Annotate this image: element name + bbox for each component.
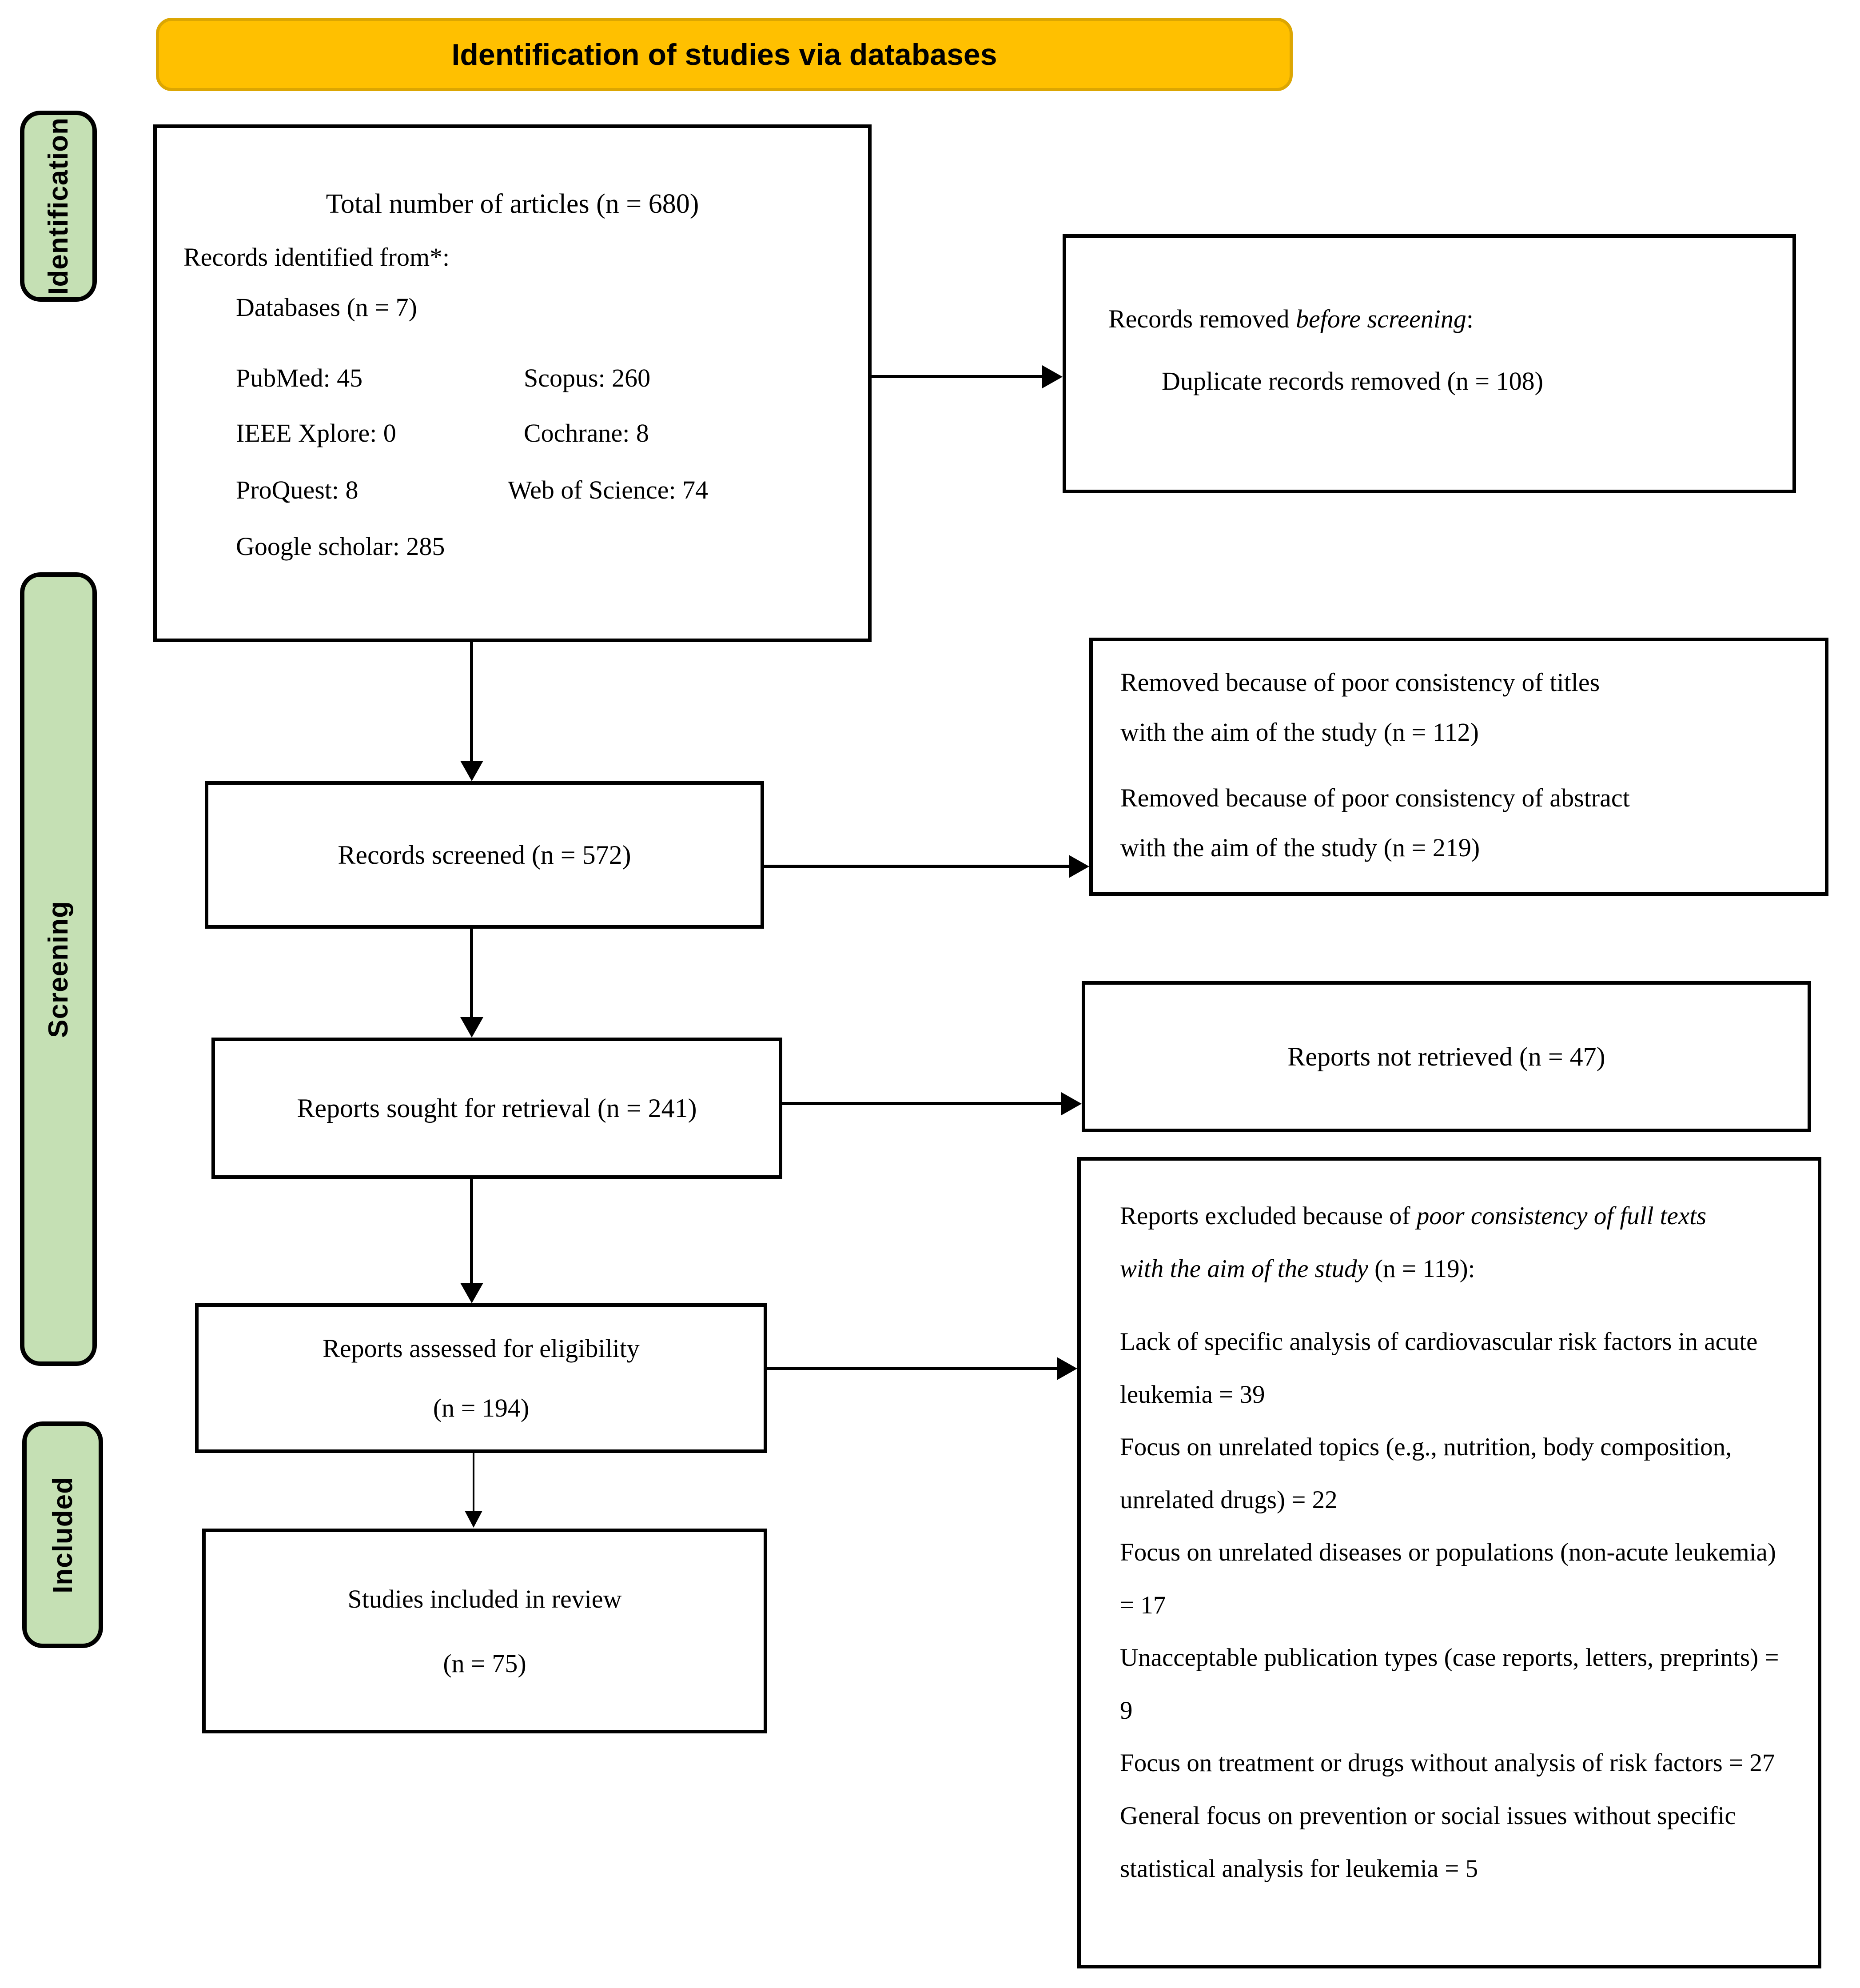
arrow-sought-to-assessed-line: [470, 1179, 473, 1285]
excluded-item: Focus on treatment or drugs without anal…: [1120, 1749, 1775, 1777]
box-records-screened: Records screened (n = 572): [205, 781, 764, 929]
arrow-assessed-to-excluded-line: [767, 1367, 1058, 1370]
db-google-scholar: Google scholar: 285: [236, 532, 445, 561]
excluded-item: Focus on unrelated diseases or populatio…: [1120, 1538, 1776, 1619]
db-web-of-science: Web of Science: 74: [508, 475, 709, 504]
box-reports-assessed: Reports assessed for eligibility (n = 19…: [195, 1303, 767, 1453]
removed-before-prefix: Records removed: [1108, 304, 1296, 333]
identified-databases-count: Databases (n = 7): [236, 293, 417, 322]
arrow-identified-to-removed-head: [1042, 365, 1063, 388]
excluded-item: Focus on unrelated topics (e.g., nutriti…: [1120, 1433, 1732, 1514]
arrow-screened-to-sought-head: [460, 1017, 483, 1038]
db-scopus: Scopus: 260: [524, 363, 651, 392]
box-records-identified: Total number of articles (n = 680) Recor…: [153, 124, 872, 642]
db-pubmed: PubMed: 45: [236, 363, 363, 392]
db-row: Web of Science: 74: [508, 475, 708, 506]
arrow-sought-to-notretrieved-head: [1061, 1092, 1082, 1115]
excluded-heading-suffix: (n = 119):: [1368, 1254, 1475, 1283]
arrow-screened-to-removed-line: [764, 865, 1071, 868]
ta-line4: with the aim of the study (n = 219): [1120, 833, 1480, 862]
db-cochrane: Cochrane: 8: [524, 419, 649, 447]
excluded-item: Unacceptable publication types (case rep…: [1120, 1644, 1779, 1725]
removed-before-suffix: :: [1466, 304, 1474, 333]
db-row: IEEE Xplore: 0: [236, 418, 396, 449]
arrow-identified-to-removed-line: [872, 375, 1044, 378]
ta-line2: with the aim of the study (n = 112): [1120, 718, 1479, 746]
arrow-assessed-to-included-head: [465, 1511, 482, 1528]
arrow-screened-to-removed-head: [1069, 855, 1089, 878]
stage-label-screening: Screening: [20, 572, 97, 1366]
banner-label: Identification of studies via databases: [451, 37, 997, 72]
stage-label-identification: Identification: [20, 111, 97, 302]
stage-included-text: Included: [47, 1476, 78, 1593]
excluded-heading: Reports excluded because of poor consist…: [1120, 1190, 1711, 1295]
included-review-line1: Studies included in review: [347, 1584, 622, 1613]
arrow-sought-to-assessed-head: [460, 1283, 483, 1303]
ta-line1: Removed because of poor consistency of t…: [1120, 668, 1600, 697]
screened-label: Records screened (n = 572): [338, 840, 631, 870]
stage-label-included: Included: [22, 1421, 103, 1648]
excluded-heading-italic: poor consistency of full texts with the …: [1120, 1202, 1707, 1283]
box-records-removed-before-screening: Records removed before screening: Duplic…: [1063, 234, 1796, 493]
identified-subtitle: Records identified from*:: [183, 243, 450, 271]
box-reports-excluded: Reports excluded because of poor consist…: [1077, 1157, 1821, 1968]
db-ieee: IEEE Xplore: 0: [236, 419, 396, 447]
excluded-item: Lack of specific analysis of cardiovascu…: [1120, 1328, 1758, 1409]
box-studies-included: Studies included in review (n = 75): [202, 1529, 767, 1733]
identified-title: Total number of articles (n = 680): [326, 189, 699, 219]
removed-before-line1: Records removed before screening:: [1108, 303, 1474, 335]
db-row: PubMed: 45: [236, 363, 362, 394]
box-reports-sought-for-retrieval: Reports sought for retrieval (n = 241): [211, 1038, 782, 1179]
assessed-line1: Reports assessed for eligibility: [323, 1334, 640, 1363]
arrow-identified-to-screened-head: [460, 761, 483, 781]
arrow-assessed-to-excluded-head: [1057, 1357, 1077, 1380]
arrow-assessed-to-included-line: [473, 1453, 474, 1512]
included-review-line2: (n = 75): [443, 1649, 526, 1678]
arrow-screened-to-sought-line: [470, 929, 473, 1018]
db-row: Cochrane: 8: [524, 418, 649, 449]
arrow-identified-to-screened-line: [470, 642, 473, 761]
stage-screening-text: Screening: [43, 900, 74, 1038]
sought-label: Reports sought for retrieval (n = 241): [297, 1094, 697, 1123]
arrow-sought-to-notretrieved-line: [782, 1102, 1063, 1105]
box-removed-titles-abstract: Removed because of poor consistency of t…: [1089, 638, 1828, 896]
removed-before-line2: Duplicate records removed (n = 108): [1162, 367, 1543, 395]
excluded-item: General focus on prevention or social is…: [1120, 1802, 1736, 1883]
db-proquest: ProQuest: 8: [236, 475, 358, 504]
stage-identification-text: Identification: [43, 117, 74, 295]
box-reports-not-retrieved: Reports not retrieved (n = 47): [1082, 981, 1811, 1132]
ta-line3: Removed because of poor consistency of a…: [1120, 783, 1630, 812]
banner-identification-of-studies: Identification of studies via databases: [156, 18, 1293, 91]
assessed-line2: (n = 194): [433, 1393, 530, 1422]
excluded-heading-prefix: Reports excluded because of: [1120, 1202, 1417, 1230]
db-row: Scopus: 260: [524, 363, 650, 394]
not-retrieved-label: Reports not retrieved (n = 47): [1287, 1042, 1605, 1071]
removed-before-italic: before screening: [1295, 304, 1466, 333]
db-row: ProQuest: 8: [236, 475, 358, 506]
db-row: Google scholar: 285: [236, 531, 445, 562]
